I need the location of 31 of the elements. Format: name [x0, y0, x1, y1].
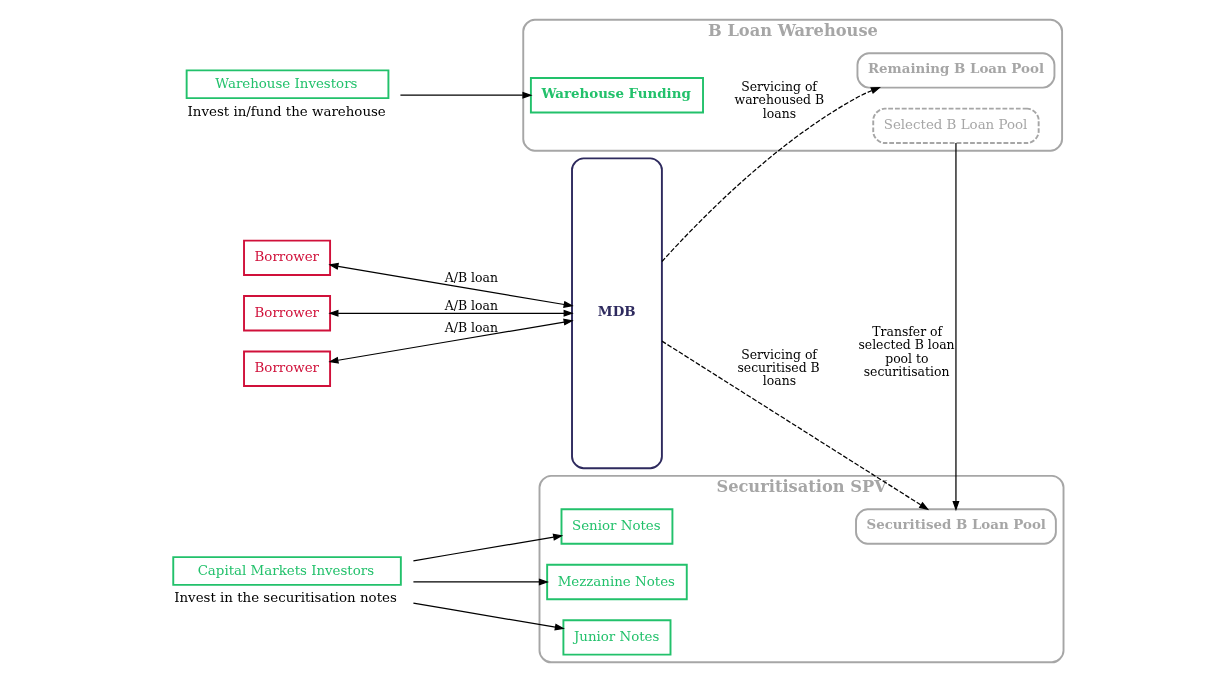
arrow	[412, 602, 565, 631]
node-box: Remaining B Loan Pool	[856, 52, 1056, 89]
edge-label: Servicing of warehoused B loans	[734, 78, 825, 121]
arrow	[399, 91, 533, 99]
arrow	[412, 578, 549, 586]
node-box: Capital Markets Investors	[172, 556, 402, 586]
arrow	[661, 86, 881, 263]
arrow	[412, 533, 564, 562]
arrow	[328, 318, 574, 364]
node-box: Selected B Loan Pool	[872, 107, 1040, 144]
edge-label: Transfer of selected B loan pool to securitisation	[858, 324, 955, 380]
arrow	[661, 340, 930, 511]
node-label: Invest in the securitisation notes	[174, 590, 397, 606]
edge-label: A/B loan	[444, 297, 498, 313]
node-box: Borrower	[243, 350, 332, 387]
arrow	[328, 262, 574, 308]
node-box: Mezzanine Notes	[546, 563, 688, 601]
node-box: Securitised B Loan Pool	[855, 508, 1057, 545]
arrow	[952, 142, 960, 512]
node-label: Invest in/fund the warehouse	[187, 103, 386, 119]
node-box: Borrower	[243, 239, 332, 276]
edge-label: A/B loan	[444, 270, 498, 286]
edge-label: Servicing of securitised B loans	[737, 346, 820, 389]
node-box: Warehouse Funding	[529, 77, 704, 114]
node-box: Senior Notes	[560, 508, 674, 545]
node-box: Borrower	[243, 295, 332, 332]
edge-label: A/B loan	[444, 319, 498, 335]
node-box: Warehouse Investors	[185, 69, 390, 100]
node-box: MDB	[571, 157, 663, 470]
arrow	[328, 309, 574, 317]
node-box: Junior Notes	[562, 619, 672, 656]
